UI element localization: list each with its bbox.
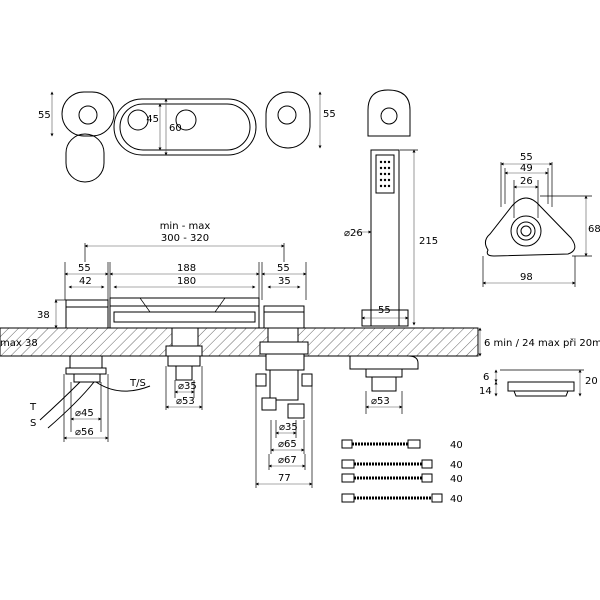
valve-right-dia3: ⌀67 (278, 455, 297, 466)
valve-right-underside: ⌀35 ⌀65 ⌀67 77 (255, 327, 313, 488)
shower-handset: ⌀26 215 55 (344, 149, 438, 327)
valve-right-inner-width: 35 (278, 276, 291, 287)
valve-left-outer-width: 55 (78, 263, 91, 274)
spout-dimensions: 188 180 (109, 262, 260, 298)
hose-2: 40 (341, 459, 463, 471)
shower-base-width-label: 55 (378, 305, 391, 316)
base-plate-height-label: 68 (588, 224, 600, 235)
hose-2-label: 40 (450, 460, 463, 471)
hose-4-label: 40 (450, 494, 463, 505)
base-plate-w3-label: 26 (520, 176, 533, 187)
ts-labels: T/S T S (29, 378, 146, 429)
shower-spray-holes-icon (379, 160, 391, 188)
right-valve-height-label: 55 (323, 109, 336, 120)
side-detail-b: 14 (479, 386, 492, 397)
spout-inner-height-label: 45 (146, 114, 159, 125)
base-plate-w2-label: 49 (520, 163, 533, 174)
side-detail-c: 20 (585, 376, 598, 387)
top-view-spout: 45 60 (113, 98, 257, 156)
deck-max-label: max 38 (0, 338, 38, 349)
side-detail: 6 14 20 (479, 369, 598, 397)
deck-section: max 38 6 min / 24 max při 20mm (0, 327, 600, 357)
top-view-shower-base (367, 89, 411, 137)
valve-left-inner-width: 42 (79, 276, 92, 287)
valve-right-total-width: 77 (278, 473, 291, 484)
base-plate-detail: 55 49 26 68 98 (482, 152, 600, 287)
left-valve-height-label: 55 (38, 110, 51, 121)
valve-left-dia1: ⌀45 (75, 408, 94, 419)
hose-3-label: 40 (450, 474, 463, 485)
hose-1: 40 (341, 439, 463, 451)
side-detail-a: 6 (483, 372, 489, 383)
valve-left-underside: ⌀45 ⌀56 (39, 355, 151, 442)
base-plate-w1-label: 55 (520, 152, 533, 163)
shower-base-dia: ⌀53 (371, 396, 390, 407)
spout-outer-width: 188 (177, 263, 196, 274)
hose-4: 40 (341, 493, 463, 505)
hose-3: 40 (341, 473, 463, 485)
valve-right-dia2: ⌀65 (278, 439, 297, 450)
base-plate-total-width-label: 98 (520, 272, 533, 283)
top-view-right-valve: 55 (265, 91, 336, 149)
shower-height-label: 215 (419, 236, 438, 247)
ts-label: T/S (129, 378, 146, 389)
valve-left-dia2: ⌀56 (75, 427, 94, 438)
spacing-dimension: min - max 300 - 320 (84, 221, 285, 262)
valve-right-outer-width: 55 (277, 263, 290, 274)
spout-outer-height-label: 60 (169, 123, 182, 134)
shower-handle-diameter-label: ⌀26 (344, 228, 363, 239)
deck-thickness-note: 6 min / 24 max při 20mm (484, 337, 600, 349)
spout-dia2: ⌀53 (176, 396, 195, 407)
top-view-left-valve: 55 (38, 91, 115, 183)
spout-body (109, 297, 260, 329)
spout-underside: ⌀35 ⌀53 (165, 327, 203, 410)
valve-left-dimensions: 55 42 38 (37, 262, 109, 329)
valve-right-dia1: ⌀35 (279, 422, 298, 433)
valve-left-height: 38 (37, 310, 50, 321)
valve-right-dimensions: 55 35 (261, 262, 307, 300)
spacing-label: min - max (160, 221, 211, 232)
t-label: T (29, 402, 37, 413)
valve-right-body (263, 305, 305, 329)
hoses: 40 40 40 40 (341, 439, 463, 505)
spout-inner-width: 180 (177, 276, 196, 287)
spacing-range: 300 - 320 (161, 233, 209, 244)
spout-dia1: ⌀35 (178, 381, 197, 392)
shower-underside: ⌀53 (349, 355, 419, 414)
s-label: S (30, 418, 36, 429)
hose-1-label: 40 (450, 440, 463, 451)
valve-left-body (65, 299, 109, 329)
